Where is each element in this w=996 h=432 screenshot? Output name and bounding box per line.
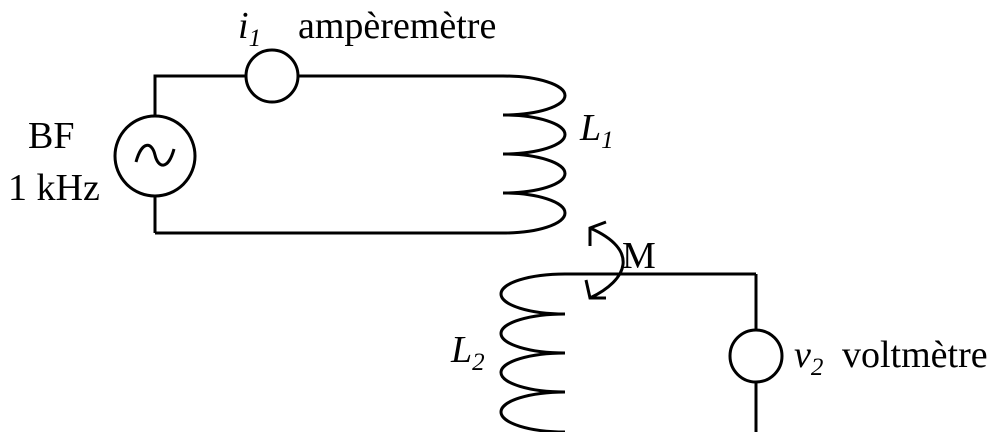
voltmeter-subscript: 2: [811, 354, 824, 381]
secondary-inductor: L2: [450, 272, 566, 432]
primary-coil-symbol: L: [579, 107, 601, 149]
voltmeter-symbol: v2: [794, 334, 823, 381]
voltmeter-circle: [728, 328, 784, 384]
voltmeter-variable: v: [794, 334, 811, 376]
secondary-coil-label: L2: [450, 329, 485, 376]
mutual-inductance: M: [584, 220, 656, 300]
ammeter-subscript: 1: [249, 25, 262, 52]
arrow-head-bottom: [584, 279, 606, 300]
generator-label-frequency: 1 kHz: [8, 167, 100, 209]
voltmeter-label: voltmètre: [842, 334, 988, 376]
ammeter-label: ampèremètre: [298, 5, 496, 47]
ammeter: i1 ampèremètre: [238, 5, 496, 104]
ammeter-symbol: i1: [238, 5, 261, 52]
primary-circuit: BF 1 kHz i1 ampèremètre L1: [8, 5, 614, 235]
ammeter-variable: i: [238, 5, 249, 47]
primary-coil-label: L1: [579, 107, 614, 154]
secondary-coil-symbol: L: [450, 329, 472, 371]
voltmeter: v2 voltmètre: [728, 328, 988, 384]
secondary-coil-windings: [499, 272, 566, 432]
sine-wave-icon: [134, 143, 176, 167]
arrow-head-top: [588, 220, 607, 246]
primary-coil-windings: [502, 74, 567, 235]
primary-inductor: L1: [502, 74, 614, 235]
secondary-circuit: L2 v2 voltmètre: [450, 272, 988, 432]
secondary-coil-subscript: 2: [472, 349, 485, 376]
generator: BF 1 kHz: [8, 114, 197, 209]
ammeter-circle: [244, 48, 300, 104]
primary-coil-subscript: 1: [601, 127, 614, 154]
mutual-label: M: [622, 235, 656, 277]
primary-wire-top-left: [153, 74, 246, 115]
double-arrow-icon: [589, 226, 625, 300]
generator-label-type: BF: [28, 115, 74, 157]
